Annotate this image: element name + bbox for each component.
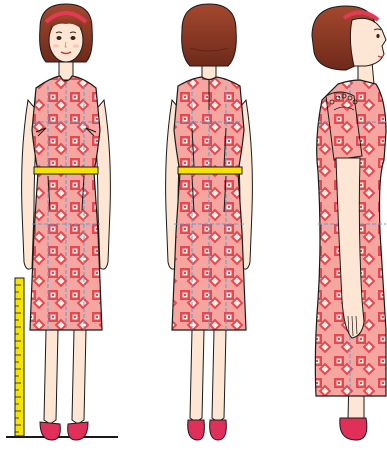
front-right-leg [72,330,86,424]
figure-front-view [6,4,118,440]
back-left-leg [190,330,204,422]
side-face [350,18,386,66]
back-hair [182,4,237,66]
figure-back-view [166,4,253,440]
front-left-leg [44,330,58,424]
measuring-ruler-icon [15,278,24,436]
back-right-leg [212,330,226,422]
side-shoe [340,418,367,440]
back-right-shoe [210,420,227,440]
figure-side-view [312,6,386,440]
front-waist-band [34,167,98,174]
back-waist-band [178,167,242,174]
back-left-shoe [188,420,205,440]
